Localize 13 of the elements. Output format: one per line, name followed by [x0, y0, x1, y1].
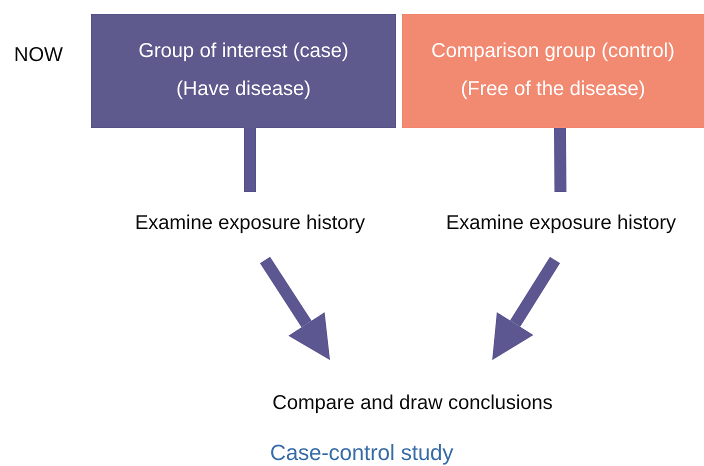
group-label: Group of interest (case)	[138, 39, 349, 64]
group-label: Comparison group (control)	[431, 39, 675, 64]
step-label: Examine exposure history	[446, 212, 676, 235]
group-label: (Have disease)	[176, 77, 311, 102]
step-label: Examine exposure history	[134, 212, 366, 235]
step-label: Compare and draw conclusions	[272, 392, 553, 415]
caption: Case-control study	[270, 440, 454, 466]
time-label: NOW	[14, 44, 63, 67]
arrow	[492, 256, 560, 360]
group-label: (Free of the disease)	[460, 77, 646, 102]
group-box	[402, 14, 704, 128]
group-box	[91, 14, 396, 128]
arrow	[260, 256, 330, 360]
